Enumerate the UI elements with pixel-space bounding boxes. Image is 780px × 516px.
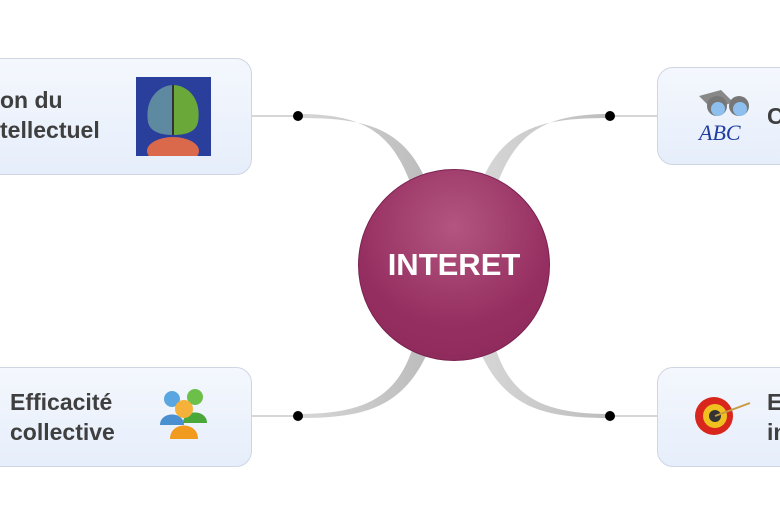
node-dot	[293, 411, 303, 421]
node-dot	[293, 111, 303, 121]
people-group-icon	[155, 385, 213, 448]
central-topic-label: INTERET	[387, 247, 521, 282]
connector-top-left	[298, 114, 424, 182]
topic-line: tellectuel	[0, 117, 100, 143]
topic-line: in	[767, 419, 780, 445]
topic-line: C	[767, 103, 780, 129]
topic-bottom-left[interactable]	[0, 367, 252, 467]
topic-top-right[interactable]	[657, 67, 780, 165]
connector-top-right	[484, 114, 610, 182]
topic-bottom-left-label: Efficacité collective	[10, 387, 115, 447]
topic-top-right-label: C	[767, 101, 780, 131]
topic-top-left-label: on du tellectuel	[0, 85, 100, 145]
topic-line: Efficacité	[10, 389, 113, 415]
brain-image-icon	[136, 77, 211, 165]
svg-text:ABC: ABC	[697, 120, 741, 145]
topic-line: on du	[0, 87, 63, 113]
node-dot	[605, 111, 615, 121]
target-arrow-icon	[694, 394, 756, 443]
connector-bottom-right	[482, 350, 610, 418]
central-topic[interactable]: INTERET	[358, 169, 550, 361]
topic-line: collective	[10, 419, 115, 445]
connector-bottom-left	[298, 350, 426, 418]
topic-bottom-right-label: E in	[767, 387, 780, 447]
node-dot	[605, 411, 615, 421]
binoculars-abc-icon: ABC	[693, 86, 755, 151]
topic-line: E	[767, 389, 780, 415]
